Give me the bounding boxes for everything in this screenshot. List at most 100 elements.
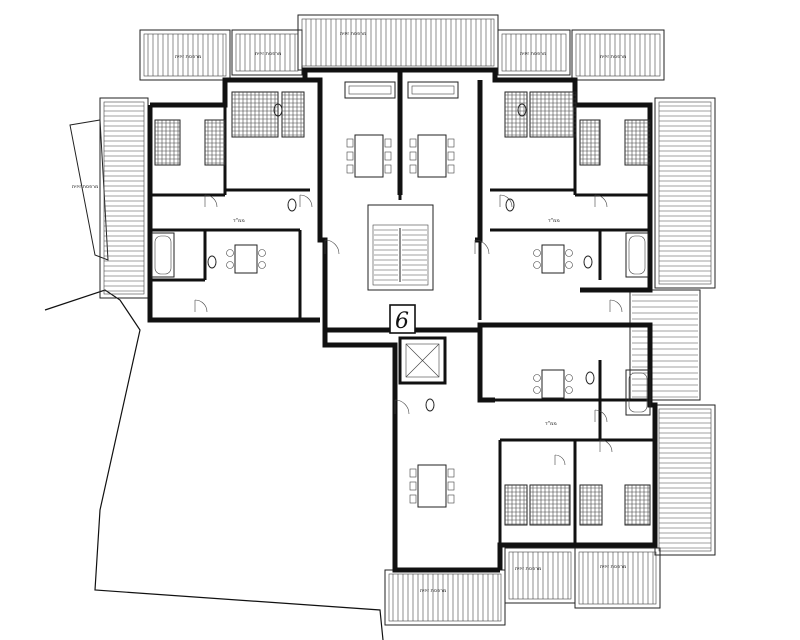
bathtub-left bbox=[151, 232, 175, 278]
toilets bbox=[207, 103, 595, 412]
bed bbox=[281, 91, 305, 138]
label-balcony-top-left-2: מרפסת זיזית bbox=[255, 51, 281, 57]
kitchen-chair bbox=[226, 261, 234, 269]
kitchen-chair bbox=[533, 249, 541, 257]
door-arc bbox=[194, 299, 208, 313]
balcony-right-wing-top bbox=[654, 97, 716, 289]
door-arc bbox=[594, 194, 608, 208]
balcony-right-wing-bottom bbox=[654, 404, 716, 556]
bed bbox=[154, 119, 181, 166]
dining-table bbox=[417, 134, 447, 178]
label-balcony-bottom-center: מרפסת זיזית bbox=[420, 588, 446, 594]
balcony-top-right bbox=[497, 29, 571, 76]
dining-chair bbox=[346, 151, 354, 161]
bed bbox=[504, 484, 528, 526]
kitchen-table bbox=[234, 244, 258, 274]
balcony-bottom-right bbox=[504, 547, 576, 604]
door-arc bbox=[499, 194, 513, 208]
bed bbox=[579, 119, 601, 166]
kitchen-chair bbox=[565, 249, 573, 257]
dining-chair bbox=[409, 468, 417, 478]
label-balcony-bottom-right: מרפסת זיזית bbox=[515, 566, 541, 572]
door-arc bbox=[594, 409, 608, 423]
bed bbox=[529, 484, 571, 526]
balcony-labels: מרפסת זיזית מרפסת זיזית מרפסת זיזית מרפס… bbox=[72, 31, 626, 594]
label-room-service-left: ממ"ד bbox=[233, 218, 245, 224]
dining-chair bbox=[409, 164, 417, 174]
label-balcony-top-center: מרפסת זיזית bbox=[340, 31, 366, 37]
toilet bbox=[425, 398, 435, 412]
label-balcony-top-far-right: מרפסת זיזית bbox=[600, 54, 626, 60]
bathtub-right bbox=[625, 232, 649, 278]
dining-chair bbox=[447, 138, 455, 148]
balcony-bottom-right-2 bbox=[574, 547, 661, 609]
dining-chair bbox=[409, 151, 417, 161]
building-number-text: 6 bbox=[395, 309, 409, 334]
toilet bbox=[273, 103, 283, 117]
dining-chair bbox=[384, 138, 392, 148]
kitchen-tables bbox=[226, 244, 573, 399]
label-balcony-top-right: מרפסת זיזית bbox=[520, 51, 546, 57]
dining-chair bbox=[447, 494, 455, 504]
dining-chair bbox=[384, 151, 392, 161]
dining-chair bbox=[409, 481, 417, 491]
toilet bbox=[517, 103, 527, 117]
balcony-right-middle bbox=[629, 289, 701, 401]
door-arc bbox=[609, 299, 623, 313]
elevator-shaft bbox=[398, 336, 447, 385]
kitchen-chair bbox=[258, 261, 266, 269]
dining-chair bbox=[447, 164, 455, 174]
kitchen-chair bbox=[565, 386, 573, 394]
dining-chair bbox=[409, 494, 417, 504]
toilet bbox=[585, 371, 595, 385]
door-arc bbox=[324, 239, 340, 255]
door-arc bbox=[204, 194, 218, 208]
balcony-top-left bbox=[139, 29, 231, 81]
kitchen-chair bbox=[258, 249, 266, 257]
toilet bbox=[583, 255, 593, 269]
door-arc bbox=[394, 399, 410, 415]
door-arc bbox=[474, 239, 490, 255]
kitchen-table bbox=[541, 244, 565, 274]
kitchen-chair bbox=[565, 261, 573, 269]
dining-chair bbox=[447, 151, 455, 161]
toilet bbox=[287, 198, 297, 212]
dining-tables bbox=[346, 134, 455, 508]
kitchen-table bbox=[541, 369, 565, 399]
kitchen-chair bbox=[226, 249, 234, 257]
label-balcony-top-left: מרפסת זיזית bbox=[175, 54, 201, 60]
dining-chair bbox=[346, 138, 354, 148]
kitchen-chair bbox=[565, 374, 573, 382]
door-swings bbox=[194, 194, 623, 466]
balcony-top-far-right bbox=[571, 29, 665, 81]
dining-table bbox=[417, 464, 447, 508]
kitchen-chair bbox=[533, 261, 541, 269]
balcony-railing-hatch bbox=[104, 19, 711, 621]
door-arc bbox=[299, 194, 313, 208]
bathtub-lower bbox=[625, 369, 651, 416]
door-arc bbox=[554, 454, 566, 466]
dining-chair bbox=[447, 481, 455, 491]
bed bbox=[204, 119, 226, 166]
label-balcony-bottom-right-2: מרפסת זיזית bbox=[600, 564, 626, 570]
staircase bbox=[367, 204, 434, 291]
dining-table bbox=[354, 134, 384, 178]
room-labels: ממ"ד ממ"ד ממ"ד bbox=[233, 218, 560, 427]
building-number: 6 bbox=[389, 304, 416, 334]
bed bbox=[579, 484, 603, 526]
dining-chair bbox=[346, 164, 354, 174]
label-room-service-right: ממ"ד bbox=[548, 218, 560, 224]
kitchen-chair bbox=[533, 386, 541, 394]
plot-boundary-line bbox=[44, 289, 384, 640]
bed bbox=[624, 484, 651, 526]
toilet bbox=[505, 198, 515, 212]
bed bbox=[504, 91, 528, 138]
dining-chair bbox=[384, 164, 392, 174]
door-arc bbox=[599, 439, 613, 453]
bed bbox=[231, 91, 279, 138]
label-room-service-lower: ממ"ד bbox=[545, 421, 557, 427]
balcony-top-center bbox=[297, 14, 499, 71]
bed bbox=[624, 119, 651, 166]
label-balcony-left-wing: מרפסת זיזית bbox=[72, 184, 98, 190]
